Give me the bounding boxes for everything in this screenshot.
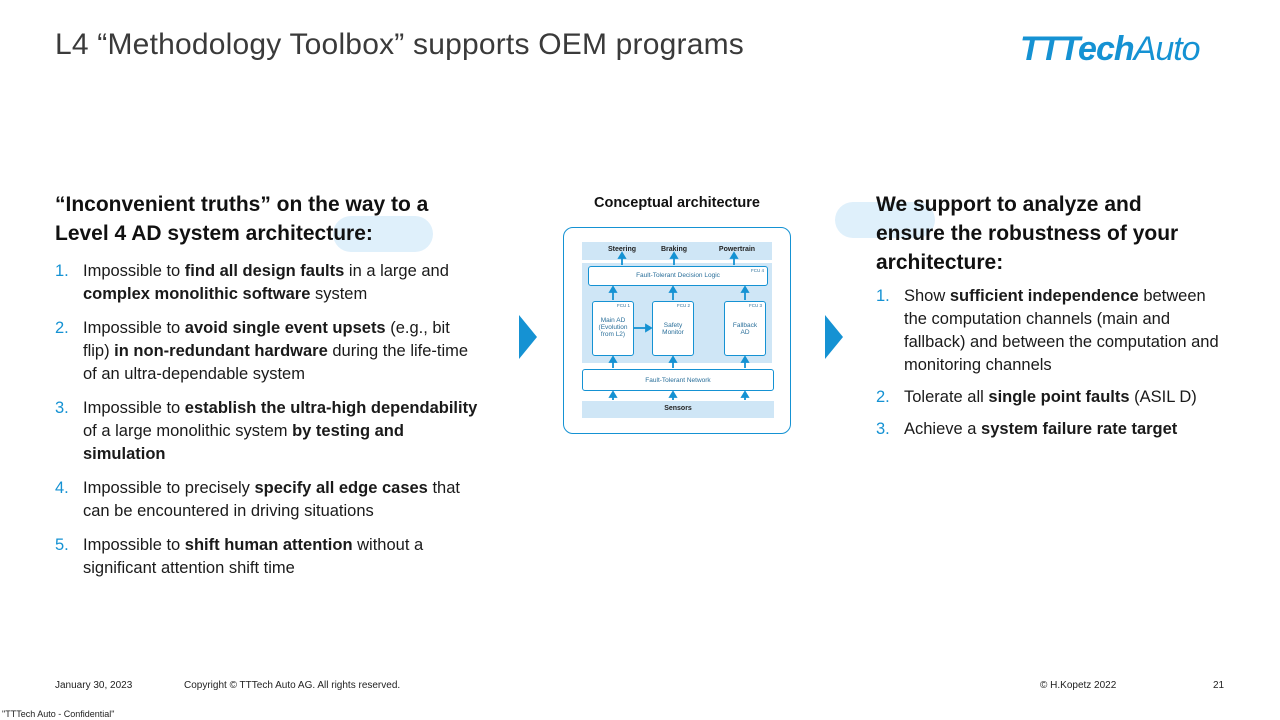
diagram-title: Conceptual architecture: [594, 195, 760, 211]
footer-author: © H.Kopetz 2022: [1040, 680, 1117, 691]
left-heading-highlight: [333, 216, 433, 252]
list-item: 3.Achieve a system failure rate target: [876, 418, 1221, 441]
list-number: 2.: [876, 388, 890, 406]
right-heading: We support to analyze and ensure the rob…: [876, 193, 1179, 274]
inconvenient-truths-list: 1.Impossible to find all design faults i…: [55, 260, 480, 591]
slide-title: L4 “Methodology Toolbox” supports OEM pr…: [55, 28, 744, 61]
list-item: 4.Impossible to precisely specify all ed…: [55, 479, 460, 520]
list-number: 2.: [55, 319, 69, 337]
arrow-right-icon: [825, 315, 843, 359]
list-number: 5.: [55, 536, 69, 554]
page-number: 21: [1213, 680, 1225, 691]
left-heading: “Inconvenient truths” on the way to a Le…: [55, 193, 429, 245]
footer-date: January 30, 2023: [55, 680, 133, 691]
output-steering: Steering: [607, 246, 636, 253]
arrow-right-icon: [519, 315, 537, 359]
list-number: 1.: [55, 262, 69, 280]
list-number: 3.: [876, 420, 890, 438]
tttech-auto-logo: TTTechAuto: [1020, 30, 1201, 68]
list-item: 1.Impossible to find all design faults i…: [55, 262, 449, 303]
output-powertrain: Powertrain: [718, 246, 756, 253]
sensors-bar: [582, 401, 774, 418]
network-box: Fault-Tolerant Network: [582, 369, 774, 391]
list-item: 2.Tolerate all single point faults (ASIL…: [876, 386, 1221, 409]
architecture-diagram: Steering Braking Powertrain Fault-Tolera…: [563, 227, 791, 434]
output-braking: Braking: [660, 246, 688, 253]
list-number: 1.: [876, 287, 890, 305]
list-item: 1.Show sufficient independence between t…: [876, 287, 1219, 374]
diagram-connectors: [608, 251, 750, 400]
list-item: 2.Impossible to avoid single event upset…: [55, 319, 469, 383]
sensors-label: Sensors: [664, 405, 692, 412]
list-number: 3.: [55, 399, 69, 417]
support-list: 1.Show sufficient independence between t…: [876, 285, 1221, 450]
right-heading-highlight: [835, 202, 935, 238]
list-item: 3.Impossible to establish the ultra-high…: [55, 399, 478, 463]
footer-copyright: Copyright © TTTech Auto AG. All rights r…: [184, 680, 401, 691]
list-item: 5.Impossible to shift human attention wi…: [55, 536, 424, 577]
actuator-bar: [582, 242, 772, 260]
confidential-label: "TTTech Auto - Confidential": [2, 709, 115, 719]
list-number: 4.: [55, 479, 69, 497]
